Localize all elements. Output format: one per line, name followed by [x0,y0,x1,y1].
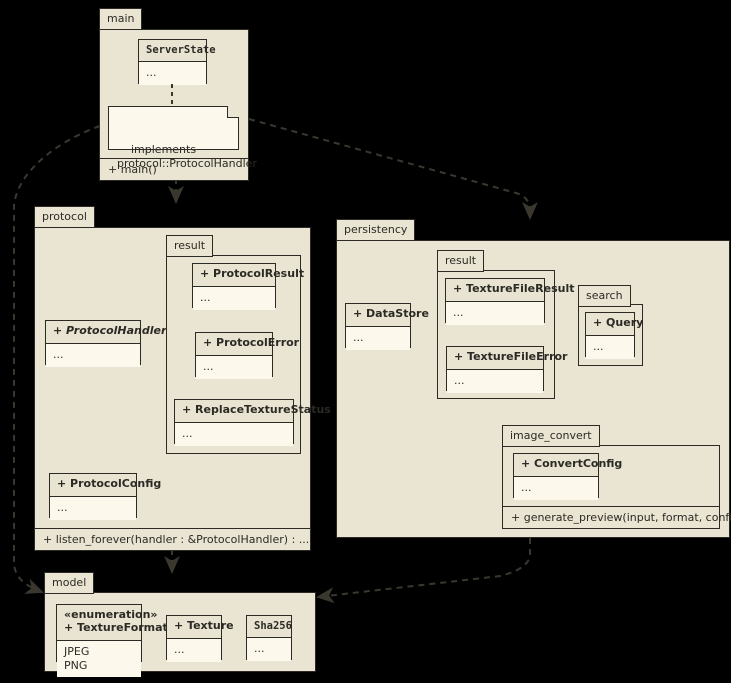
class-members: ... [447,369,543,393]
class-members: ... [50,496,136,520]
package-tab-image-convert[interactable]: image_convert [502,425,600,447]
note-text: implements protocol::ProtocolHandler [117,142,257,170]
class-title: ServerState [139,40,216,63]
package-footer-image-convert: + generate_preview(input, format, config… [502,506,731,529]
class-members: ... [446,301,544,325]
class-sha256[interactable]: Sha256 ... [246,615,292,662]
class-title: + ProtocolConfig [50,474,161,497]
class-texture-file-error[interactable]: + TextureFileError ... [446,346,567,393]
class-protocol-error[interactable]: + ProtocolError ... [195,332,299,379]
package-tab-persistency-result[interactable]: result [437,250,485,272]
class-texture[interactable]: + Texture ... [166,615,234,662]
class-members: JPEG PNG [57,640,141,678]
class-texture-format[interactable]: «enumeration» + TextureFormat JPEG PNG [56,604,168,678]
edge-persistency-to-model [316,538,531,604]
class-members: ... [193,286,275,310]
class-data-store[interactable]: + DataStore ... [345,303,429,350]
package-footer-protocol: + listen_forever(handler : &ProtocolHand… [34,528,311,551]
class-name: + TextureFormat [64,620,168,634]
package-tab-model[interactable]: model [44,572,95,594]
package-tab-protocol[interactable]: protocol [34,206,95,228]
class-title: + ReplaceTextureStatus [175,400,331,423]
class-title: + ConvertConfig [514,454,622,477]
class-members: ... [46,343,140,367]
class-title: + ProtocolError [196,333,299,356]
class-members: ... [196,355,272,379]
class-protocol-handler[interactable]: + ProtocolHandler ... [45,320,166,367]
class-members: ... [247,638,291,662]
class-title: «enumeration» + TextureFormat [57,605,168,641]
class-title: + Texture [167,616,234,639]
class-stereotype: «enumeration» [64,608,158,621]
class-title: + ProtocolResult [193,264,304,287]
class-members: ... [346,326,410,350]
class-members: ... [167,638,221,662]
class-protocol-result[interactable]: + ProtocolResult ... [192,263,304,310]
note-fold-corner [227,106,239,118]
package-tab-main[interactable]: main [99,8,143,30]
class-members: ... [175,422,293,446]
class-members: ... [514,476,598,500]
class-server-state[interactable]: ServerState ... [138,39,216,86]
class-members: ... [139,62,206,86]
note-implements: implements protocol::ProtocolHandler [108,106,257,170]
edge-main-to-persistency [248,118,538,220]
package-tab-persistency[interactable]: persistency [336,219,416,241]
class-title: + TextureFileError [447,347,567,370]
class-convert-config[interactable]: + ConvertConfig ... [513,453,622,500]
class-title: + TextureFileResult [446,279,574,302]
class-texture-file-result[interactable]: + TextureFileResult ... [445,278,574,325]
package-footer-main: + main() [99,158,249,181]
class-title: + Query [586,313,643,336]
class-replace-texture-status[interactable]: + ReplaceTextureStatus ... [174,399,331,446]
class-query[interactable]: + Query ... [585,312,643,359]
package-tab-persistency-search[interactable]: search [578,285,631,307]
class-protocol-config[interactable]: + ProtocolConfig ... [49,473,161,520]
package-tab-protocol-result[interactable]: result [166,235,214,257]
class-title: + ProtocolHandler [46,321,166,344]
class-members: ... [586,335,634,359]
class-title: + DataStore [346,304,429,327]
class-title: Sha256 [247,616,292,639]
